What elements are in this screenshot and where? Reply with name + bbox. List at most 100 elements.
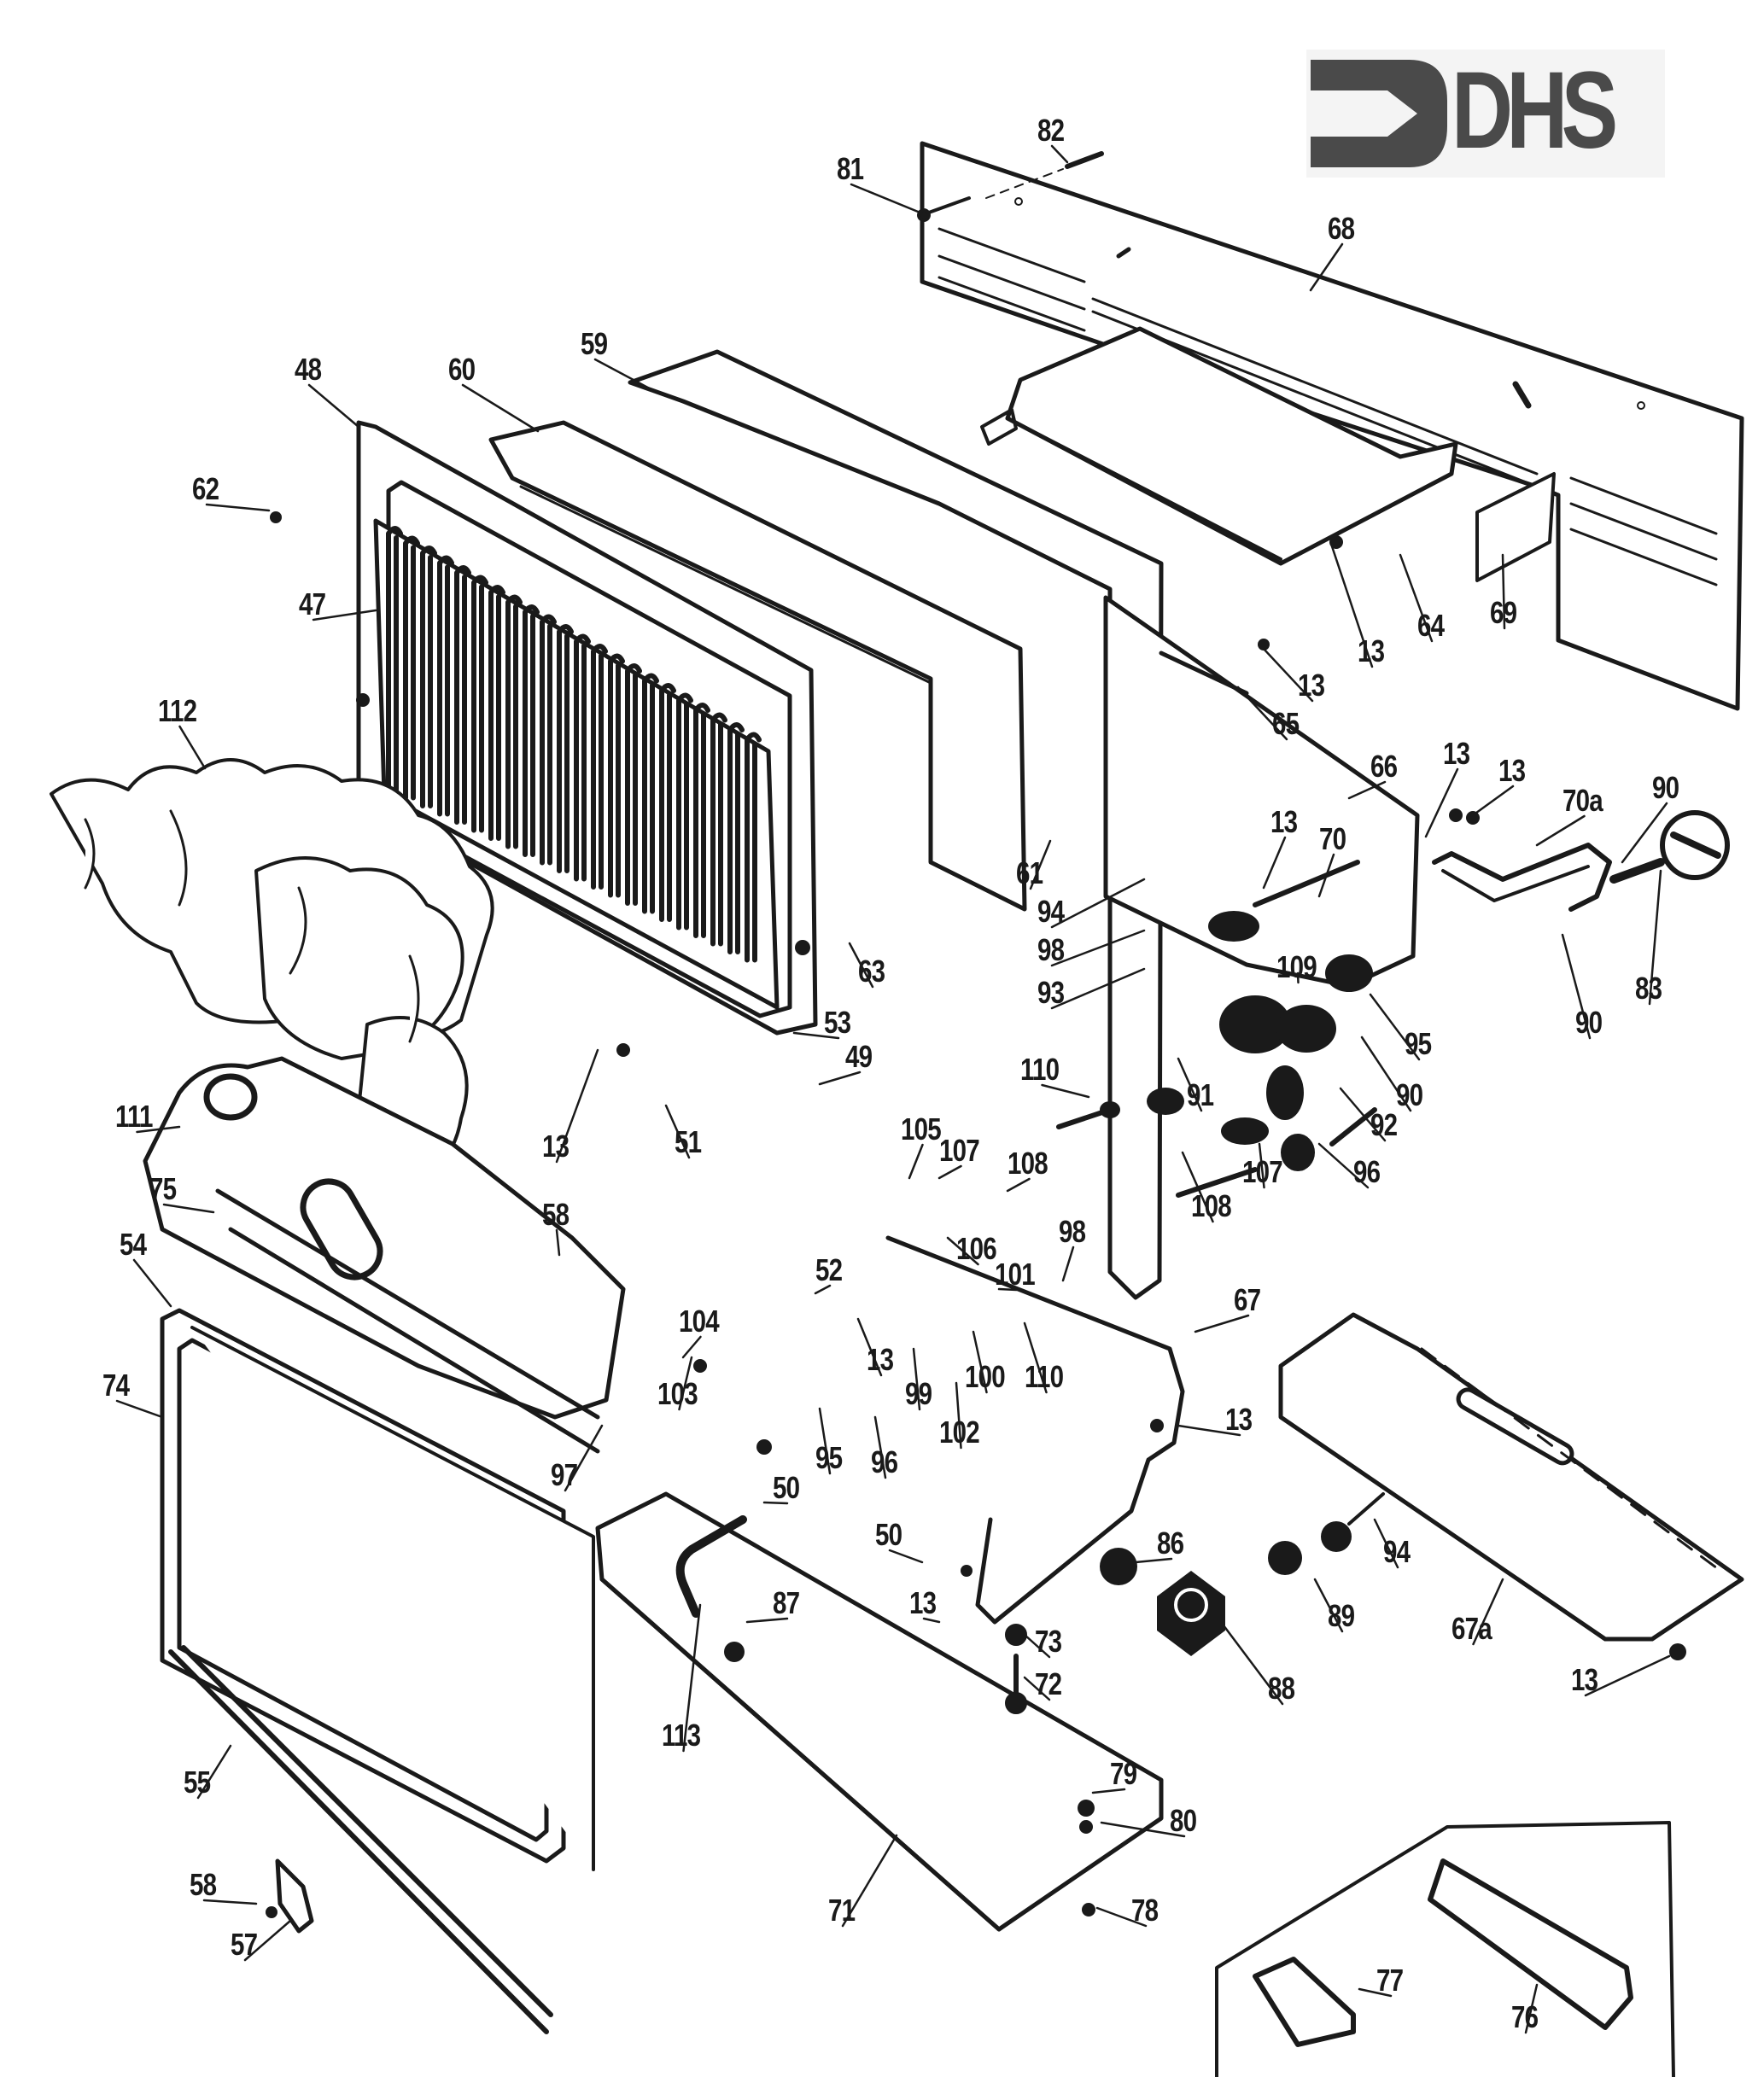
leader-line-70 [1317,853,1335,898]
radiant-fin [454,565,471,825]
radiant-fin [420,546,437,808]
part-label-64: 64 [1417,608,1445,643]
leader-line-73 [1023,1633,1051,1659]
part-label-13: 13 [1358,633,1385,668]
part-label-94: 94 [1383,1534,1411,1569]
part-label-61: 61 [1016,855,1043,890]
part-label-58: 58 [542,1197,570,1232]
part-label-74: 74 [102,1368,130,1403]
leader-line-87 [745,1617,789,1624]
leader-line-13 [1471,785,1515,817]
part-47-radiant-fins [373,518,780,1010]
leader-line-102 [955,1381,962,1450]
part-label-73: 73 [1035,1624,1062,1659]
leader-line-89 [1313,1578,1344,1633]
part-label-82: 82 [1037,113,1065,148]
leader-line-92 [1339,1087,1387,1142]
leader-line-51 [664,1104,691,1159]
part-76-long-bracket [1428,1858,1633,2030]
part-72-bolt [1005,1624,1027,1714]
leader-line-112 [178,725,207,770]
leader-line-58 [555,1228,561,1257]
radiant-fin [386,526,403,792]
part-label-95: 95 [1405,1026,1432,1061]
leader-line-60 [461,383,540,433]
leader-line-50 [888,1549,924,1564]
part-label-13: 13 [1571,1662,1598,1697]
part-label-13: 13 [1270,804,1298,839]
radiant-fin [591,644,608,890]
leader-line-49 [818,1071,862,1086]
part-label-13: 13 [1298,668,1325,703]
leader-line-48 [307,383,360,429]
radiant-fin [659,683,676,922]
radiant-fin [403,535,420,801]
part-label-54: 54 [120,1227,147,1262]
leader-line-74 [115,1399,164,1419]
part-75-front-rail [215,1188,600,1454]
leader-line-76 [1524,1983,1539,2034]
part-label-111: 111 [115,1099,153,1134]
leader-line-72 [1023,1676,1051,1701]
leader-line-95 [818,1407,832,1475]
part-label-98: 98 [1059,1214,1086,1249]
part-label-112: 112 [158,693,197,728]
part-82-screw [985,151,1104,199]
radiant-fin [693,703,710,938]
part-label-67: 67 [1234,1282,1261,1317]
part-label-99: 99 [905,1376,932,1411]
leader-line-91 [1177,1057,1203,1112]
leader-line-110 [1041,1083,1090,1099]
part-label-87: 87 [773,1585,800,1620]
leader-line-103 [678,1356,693,1411]
radiant-fin [625,663,642,906]
part-label-70a: 70a [1562,783,1603,818]
leader-line-13 [922,1617,941,1624]
leader-line-106 [946,1236,979,1266]
logo-text: DHS [1452,50,1618,172]
leader-line-96 [873,1415,887,1479]
part-label-103: 103 [657,1376,698,1411]
leader-line-79 [1091,1788,1126,1794]
leader-line-111 [136,1125,181,1134]
leader-line-96 [1317,1142,1370,1189]
part-label-108: 108 [1191,1188,1232,1223]
part-label-81: 81 [837,151,864,186]
leader-line-47 [312,609,377,621]
part-77-small-bracket [1253,1957,1356,2047]
radiant-fin [488,585,505,841]
leader-line-80 [1100,1821,1186,1838]
part-label-53: 53 [824,1005,851,1040]
part-67-support [885,1235,1185,1625]
part-70a-bracket [1432,843,1612,912]
part-label-68: 68 [1328,211,1355,246]
leader-line-98 [1050,929,1146,967]
radiant-fin [676,692,693,931]
part-label-78: 78 [1131,1893,1159,1928]
part-label-67a: 67a [1452,1611,1492,1646]
radiant-fin [710,712,727,947]
part-label-13: 13 [1443,736,1470,771]
part-label-90: 90 [1575,1005,1603,1040]
part-label-107: 107 [939,1133,980,1168]
part-label-13: 13 [1225,1402,1253,1437]
part-label-57: 57 [231,1927,258,1962]
leader-line-101 [997,1287,1018,1292]
part-label-101: 101 [995,1257,1036,1292]
part-label-108: 108 [1008,1146,1048,1181]
part-label-59: 59 [581,326,608,361]
radiant-fin [745,732,762,963]
part-label-110: 110 [1025,1359,1064,1394]
part-label-62: 62 [192,471,219,506]
part-label-52: 52 [815,1252,843,1287]
leader-line-55 [196,1744,232,1800]
leader-line-53 [792,1031,840,1040]
part-79-80-78-fasteners [1078,1800,1095,1917]
leader-line-71 [841,1834,898,1928]
part-label-95: 95 [815,1440,843,1475]
leader-line-67 [1194,1314,1250,1333]
leader-line-110 [1023,1321,1048,1394]
part-label-47: 47 [299,586,326,621]
leader-line-67a [1472,1578,1504,1646]
part-label-106: 106 [956,1231,997,1266]
